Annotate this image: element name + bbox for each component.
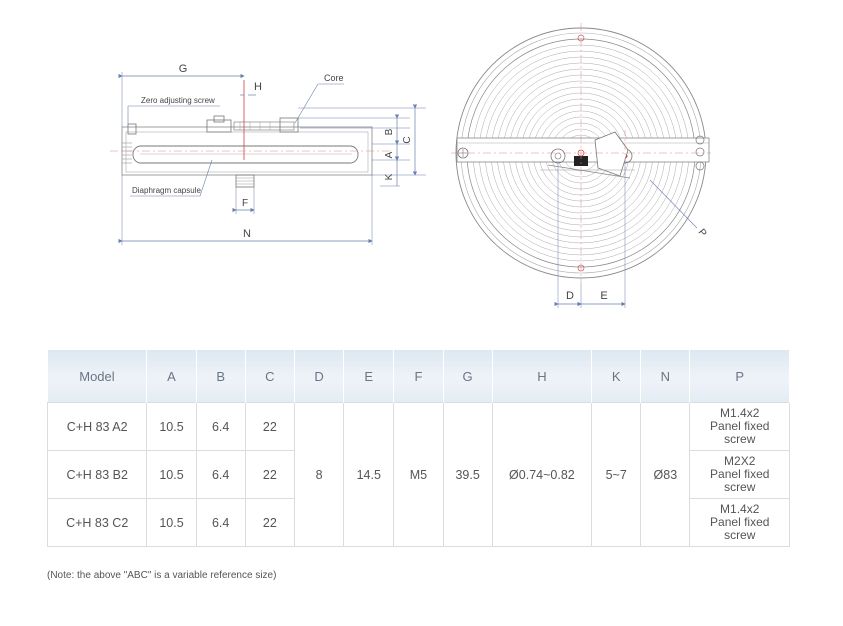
dim-label-p: P [696,227,709,239]
footnote: (Note: the above "ABC" is a variable ref… [47,570,277,581]
header-k: K [591,350,642,403]
cell-g: 39.5 [442,402,493,547]
callout-diaphragm-capsule: Diaphragm capsule [132,186,201,195]
header-f: F [393,350,444,403]
cell-p-line: Panel fixed [710,467,770,481]
dim-label-k: K [384,173,395,180]
cell-p-line: M1.4x2 [720,502,760,516]
header-model: Model [47,350,148,403]
cell-p-line: screw [724,432,756,446]
callout-zero-screw: Zero adjusting screw [141,96,215,105]
table-row: C+H 83 C2 10.5 6.4 22 M1.4x2 Panel fixed… [46,498,790,547]
cell-p-line: Panel fixed [710,515,770,529]
header-c: C [245,350,295,403]
cell-a: 10.5 [146,498,197,547]
dim-label-f: F [242,198,248,209]
cell-p: M1.4x2 Panel fixed screw [689,402,790,451]
dim-label-a: A [384,151,395,158]
header-p: P [689,350,790,403]
cell-p: M1.4x2 Panel fixed screw [689,498,790,547]
cell-d: 8 [293,402,345,547]
cell-p-line: Panel fixed [710,419,770,433]
dim-label-c: C [402,136,413,143]
cell-model: C+H 83 C2 [46,498,148,547]
front-view-drawing: P D E [451,23,711,308]
cell-p-line: M2X2 [724,454,756,468]
cell-b: 6.4 [195,450,246,499]
technical-drawings: G H Core Zero adjusting screw B C A K [110,23,711,308]
cell-p-line: screw [724,480,756,494]
dim-label-e: E [600,290,607,302]
callout-core: Core [324,73,344,83]
cell-b: 6.4 [195,498,246,547]
cell-a: 10.5 [146,402,197,451]
side-view-drawing: G H Core Zero adjusting screw B C A K [110,63,426,245]
cell-n: Ø83 [640,402,691,547]
dim-label-d: D [566,290,574,302]
header-h: H [492,350,593,403]
cell-f: M5 [393,402,444,547]
header-b: B [196,350,246,403]
dim-label-n: N [243,228,251,240]
cell-k: 5~7 [591,402,642,547]
cell-b: 6.4 [195,402,246,451]
cell-a: 10.5 [146,450,197,499]
dim-label-h: H [254,81,262,93]
header-g: G [443,350,493,403]
cell-c: 22 [244,402,295,451]
cell-c: 22 [244,450,295,499]
cell-c: 22 [244,498,295,547]
cell-p: M2X2 Panel fixed screw [689,450,790,499]
header-n: N [640,350,691,403]
dim-label-g: G [179,63,188,75]
cell-e: 14.5 [343,402,395,547]
header-d: D [294,350,345,403]
dim-label-b: B [384,128,395,135]
cell-model: C+H 83 B2 [46,450,148,499]
cell-model: C+H 83 A2 [46,402,148,451]
table-header-row: Model A B C D E F G H K N P [47,350,790,403]
specification-table: Model A B C D E F G H K N P C+H 83 A2 10… [46,350,790,547]
header-a: A [146,350,197,403]
cell-p-line: M1.4x2 [720,406,760,420]
table-row: C+H 83 A2 10.5 6.4 22 8 14.5 M5 39.5 Ø0.… [46,402,790,547]
cell-p-line: screw [724,528,756,542]
header-e: E [343,350,395,403]
table-row: C+H 83 B2 10.5 6.4 22 M2X2 Panel fixed s… [46,450,790,499]
cell-h: Ø0.74~0.82 [491,402,593,547]
